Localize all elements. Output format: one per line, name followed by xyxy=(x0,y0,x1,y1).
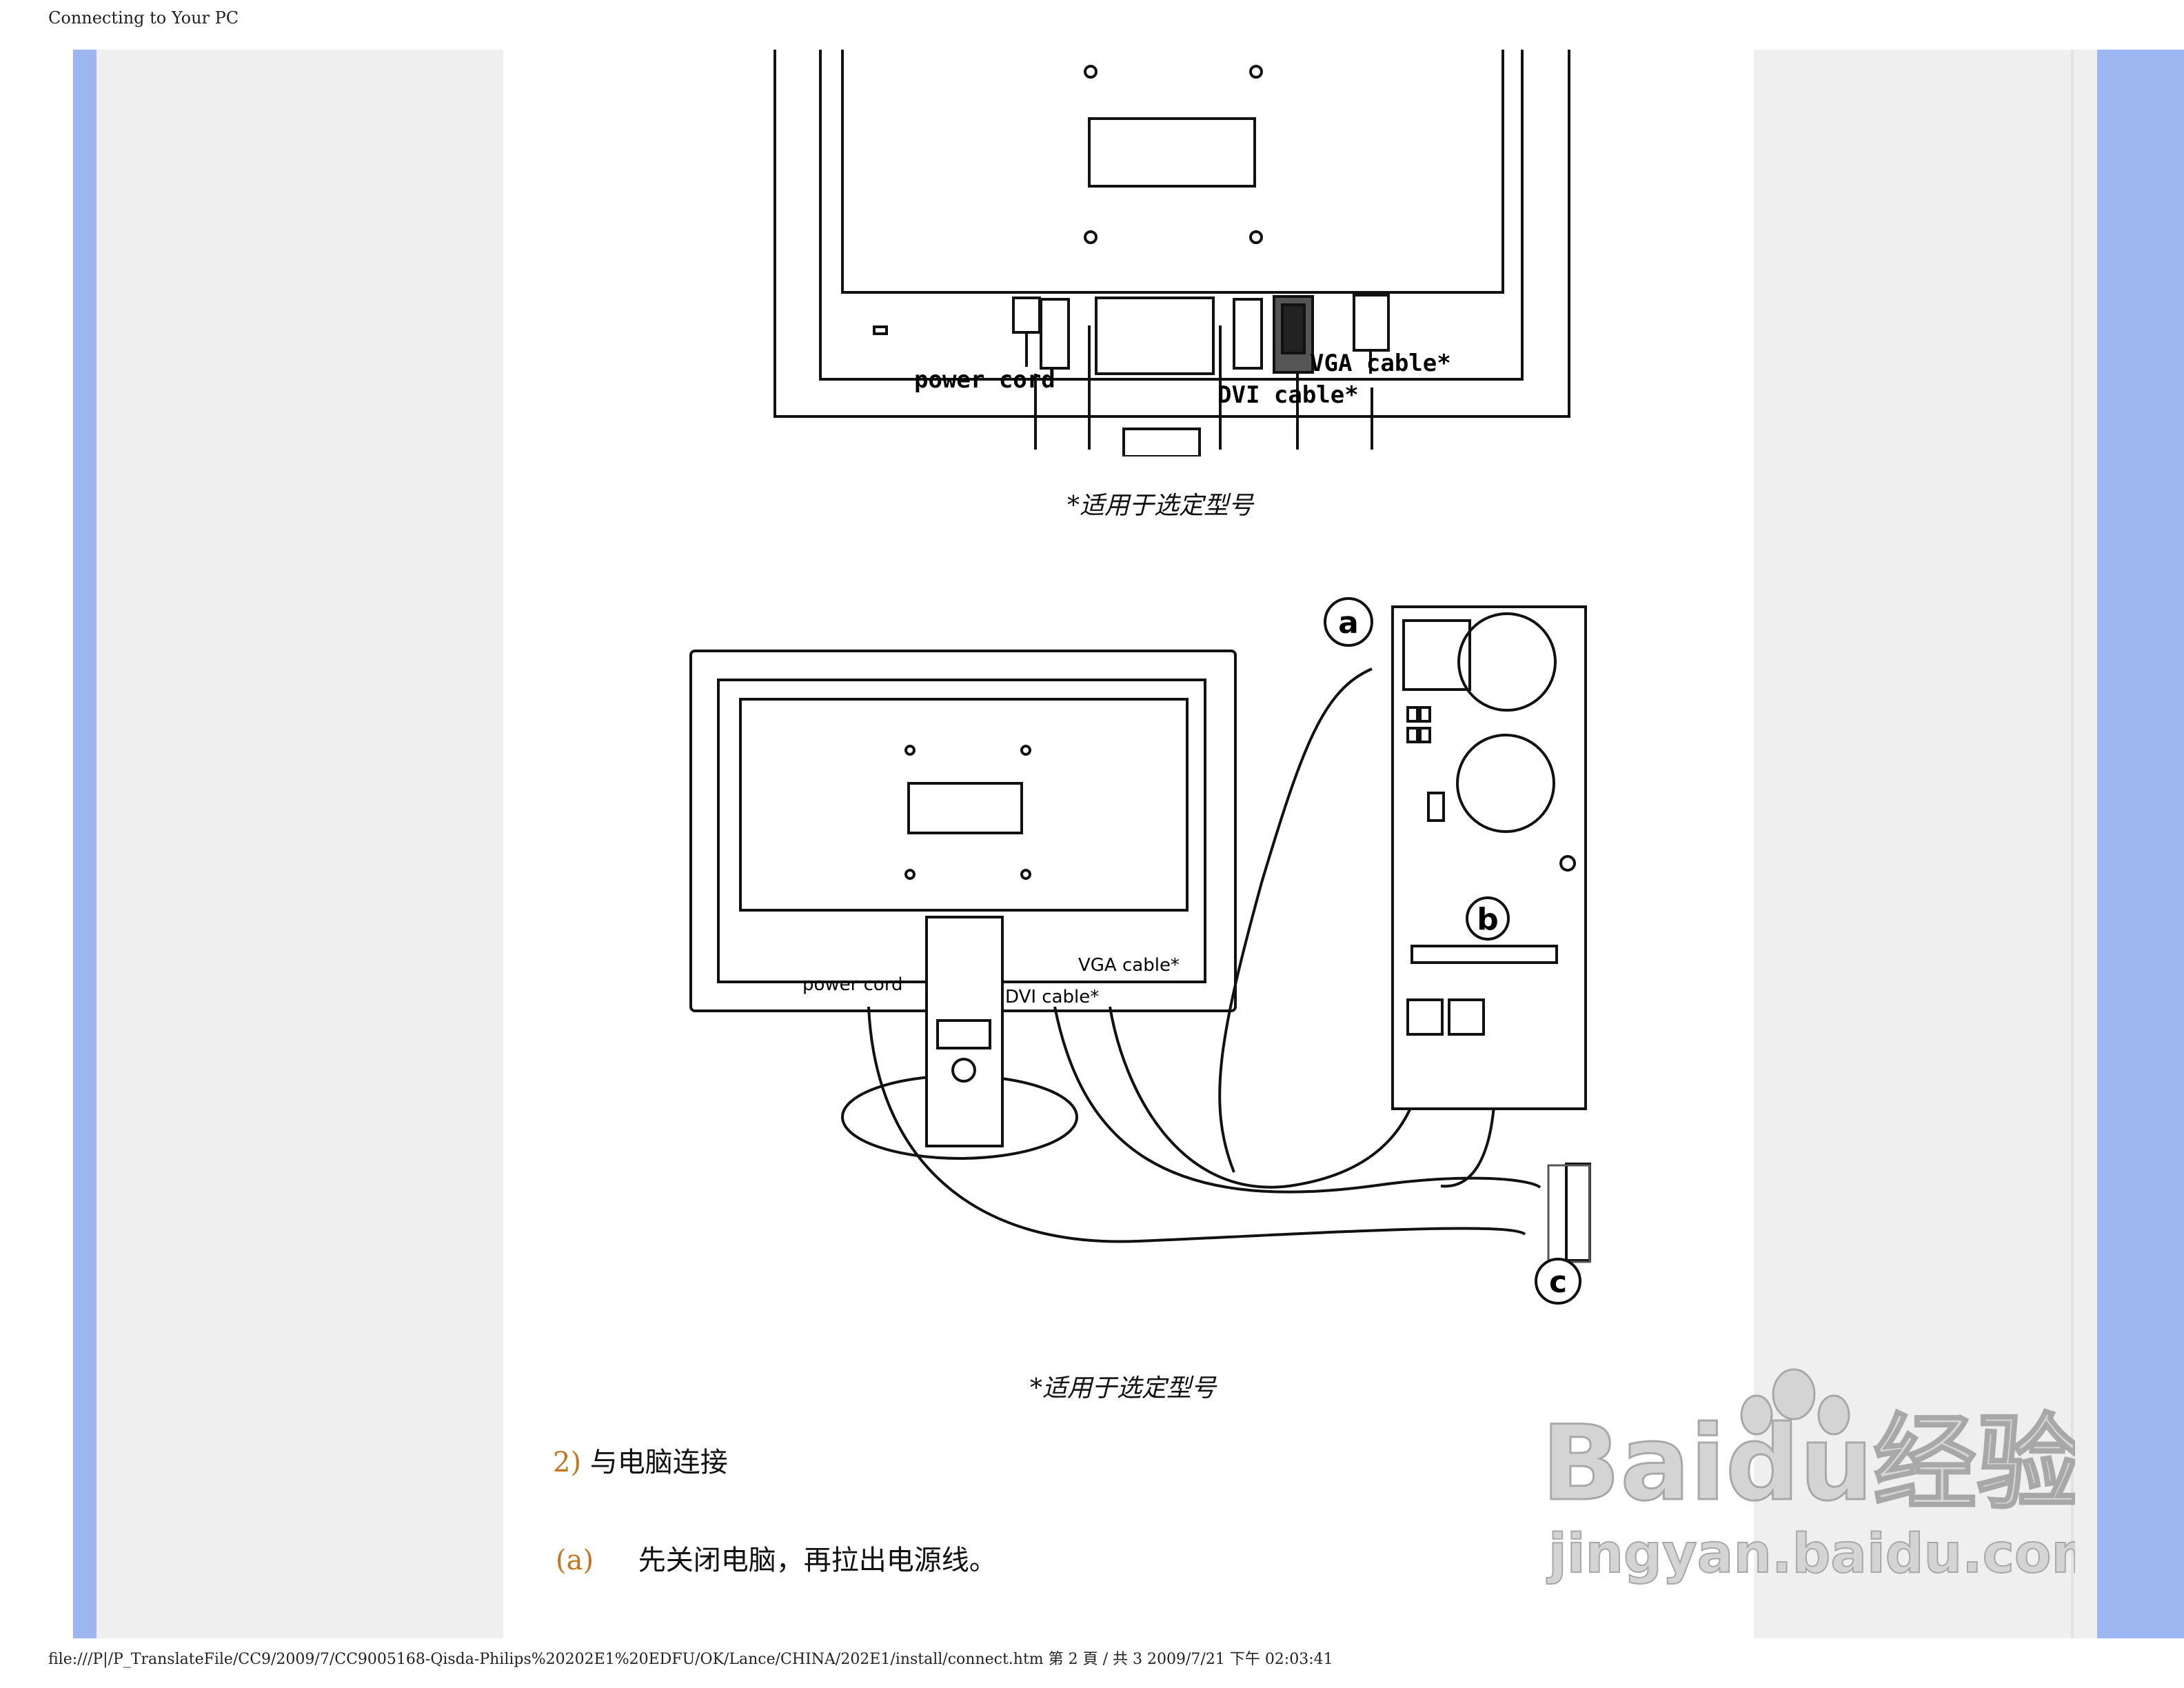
bottom-dvi-cable-label: DVI cable* xyxy=(1005,987,1099,1007)
step-a-marker: (a) xyxy=(556,1545,594,1576)
step-a-line: (a) 先关闭电脑，再拉出电源线。 xyxy=(556,1538,997,1578)
left-blue-rail xyxy=(73,50,97,1638)
marker-b: b xyxy=(1477,902,1499,937)
marker-a: a xyxy=(1338,605,1359,641)
right-blue-rail xyxy=(2097,50,2184,1638)
baidu-watermark: Baidu经验 jingyan.baidu.com xyxy=(1541,1368,2075,1586)
monitor-back-closeup-figure: power cord DVI cable* VGA cable* xyxy=(774,50,1570,456)
right-divider xyxy=(2071,50,2074,1638)
monitor-pc-connection-figure: a b c power cord DVI cable* VGA cable* xyxy=(689,597,1591,1305)
top-power-cord-label: power cord xyxy=(914,366,1055,394)
caption-bottom: *适用于选定型号 xyxy=(1030,1374,1217,1403)
page-footer: file:///P|/P_TranslateFile/CC9/2009/7/CC… xyxy=(48,1651,1333,1668)
right-grey-panel xyxy=(1754,50,2097,1638)
top-vga-cable-label: VGA cable* xyxy=(1310,350,1451,377)
bottom-vga-cable-label: VGA cable* xyxy=(1078,955,1180,976)
watermark-url: jingyan.baidu.com xyxy=(1546,1523,2075,1585)
caption-top: *适用于选定型号 xyxy=(1067,492,1254,520)
left-grey-panel xyxy=(97,50,503,1638)
marker-c: c xyxy=(1549,1265,1567,1300)
page-header: Connecting to Your PC xyxy=(48,8,239,28)
watermark-brand: Baidu经验 xyxy=(1541,1404,2075,1524)
step-a-text: 先关闭电脑，再拉出电源线。 xyxy=(638,1545,997,1576)
step-2-heading: 2) 与电脑连接 xyxy=(553,1440,728,1480)
step-2-number: 2) xyxy=(553,1447,582,1478)
bottom-power-cord-label: power cord xyxy=(802,974,903,995)
top-dvi-cable-label: DVI cable* xyxy=(1217,381,1359,409)
step-2-text: 与电脑连接 xyxy=(589,1447,728,1478)
